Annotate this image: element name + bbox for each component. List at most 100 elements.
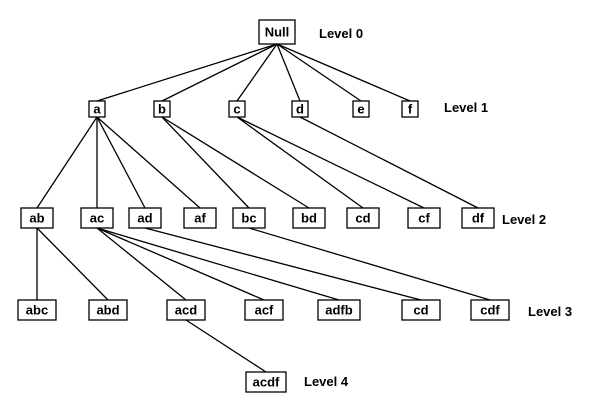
tree-node-bd: bd (292, 207, 326, 229)
node-label-null: Null (265, 25, 290, 40)
edge-a-ab (36, 116, 98, 209)
tree-node-f: f (401, 100, 419, 118)
level-1-label: Level 1 (444, 100, 488, 115)
node-box-cdf (470, 299, 510, 321)
tree-node-ad: ad (128, 207, 162, 229)
node-label-af: af (194, 211, 206, 226)
level-3-label: Level 3 (528, 304, 572, 319)
tree-node-acf: acf (244, 299, 284, 321)
node-box-ac (80, 207, 114, 229)
node-label-acf: acf (255, 303, 274, 318)
tree-node-adfb: adfb (317, 299, 361, 321)
node-label-acd: acd (175, 303, 197, 318)
edge-null-d (276, 43, 301, 102)
node-label-adfb: adfb (325, 303, 353, 318)
node-box-bc (232, 207, 266, 229)
tree-node-ac: ac (80, 207, 114, 229)
node-box-e (352, 100, 370, 118)
node-label-acdf: acdf (253, 375, 280, 390)
node-label-abd: abd (96, 303, 119, 318)
tree-node-d: d (291, 100, 309, 118)
edge-null-f (276, 43, 411, 102)
node-label-f: f (408, 102, 413, 117)
node-label-ac: ac (90, 211, 104, 226)
node-label-bd: bd (301, 211, 317, 226)
tree-node-a: a (88, 100, 106, 118)
node-label-b: b (158, 102, 166, 117)
edge-b-bc (161, 116, 250, 209)
tree-node-acdf: acdf (245, 371, 287, 393)
node-label-cf: cf (418, 211, 430, 226)
node-label-a: a (93, 102, 101, 117)
tree-node-b: b (153, 100, 171, 118)
node-label-cdf: cdf (480, 303, 500, 318)
node-box-adfb (317, 299, 361, 321)
node-box-abd (88, 299, 128, 321)
node-box-d (291, 100, 309, 118)
level-2-label: Level 2 (502, 212, 546, 227)
tree-node-e: e (352, 100, 370, 118)
tree-node-ab: ab (20, 207, 54, 229)
node-box-abc (17, 299, 57, 321)
node-box-a (88, 100, 106, 118)
node-box-b (153, 100, 171, 118)
edge-c-cd2 (236, 116, 364, 209)
edge-null-e (276, 43, 362, 102)
edge-a-af (96, 116, 201, 209)
node-box-ab (20, 207, 54, 229)
node-box-f (401, 100, 419, 118)
node-label-d: d (296, 102, 304, 117)
node-box-af (183, 207, 217, 229)
edge-a-ad (96, 116, 146, 209)
node-box-df (461, 207, 495, 229)
node-box-null (258, 19, 296, 45)
edge-null-b (161, 43, 278, 102)
edge-b-bd (161, 116, 310, 209)
edge-ad-cd3 (144, 227, 422, 301)
node-label-c: c (233, 102, 240, 117)
tree-node-cd3: cd (401, 299, 441, 321)
node-label-abc: abc (26, 303, 48, 318)
node-box-cd2 (346, 207, 380, 229)
edge-ac-acf (96, 227, 265, 301)
tree-node-cd2: cd (346, 207, 380, 229)
tree-node-cdf: cdf (470, 299, 510, 321)
edge-null-c (236, 43, 278, 102)
level-0-label: Level 0 (319, 26, 363, 41)
node-label-ab: ab (29, 211, 44, 226)
node-box-acd (166, 299, 206, 321)
node-box-bd (292, 207, 326, 229)
tree-node-abc: abc (17, 299, 57, 321)
edge-ac-acd (96, 227, 187, 301)
edge-bc-cdf (248, 227, 491, 301)
node-label-ad: ad (137, 211, 152, 226)
tree-node-df: df (461, 207, 495, 229)
node-box-acdf (245, 371, 287, 393)
tree-node-cf: cf (407, 207, 441, 229)
level-labels: Level 0 Level 1 Level 2 Level 3 Level 4 (304, 26, 572, 389)
node-label-cd2: cd (355, 211, 370, 226)
node-box-cf (407, 207, 441, 229)
edge-acd-acdf (185, 319, 267, 373)
level-4-label: Level 4 (304, 374, 349, 389)
tree-node-af: af (183, 207, 217, 229)
tree-node-acd: acd (166, 299, 206, 321)
node-label-cd3: cd (413, 303, 428, 318)
tree-node-bc: bc (232, 207, 266, 229)
edge-ac-adfb (96, 227, 340, 301)
node-label-e: e (357, 102, 364, 117)
node-box-c (228, 100, 246, 118)
tree-node-abd: abd (88, 299, 128, 321)
tree-edges (36, 43, 491, 373)
edge-ab-abd (36, 227, 109, 301)
node-label-df: df (472, 211, 485, 226)
node-label-bc: bc (241, 211, 256, 226)
tree-node-null: Null (258, 19, 296, 45)
edge-d-df (299, 116, 479, 209)
node-box-cd3 (401, 299, 441, 321)
edge-null-a (96, 43, 278, 102)
node-box-acf (244, 299, 284, 321)
tree-node-c: c (228, 100, 246, 118)
